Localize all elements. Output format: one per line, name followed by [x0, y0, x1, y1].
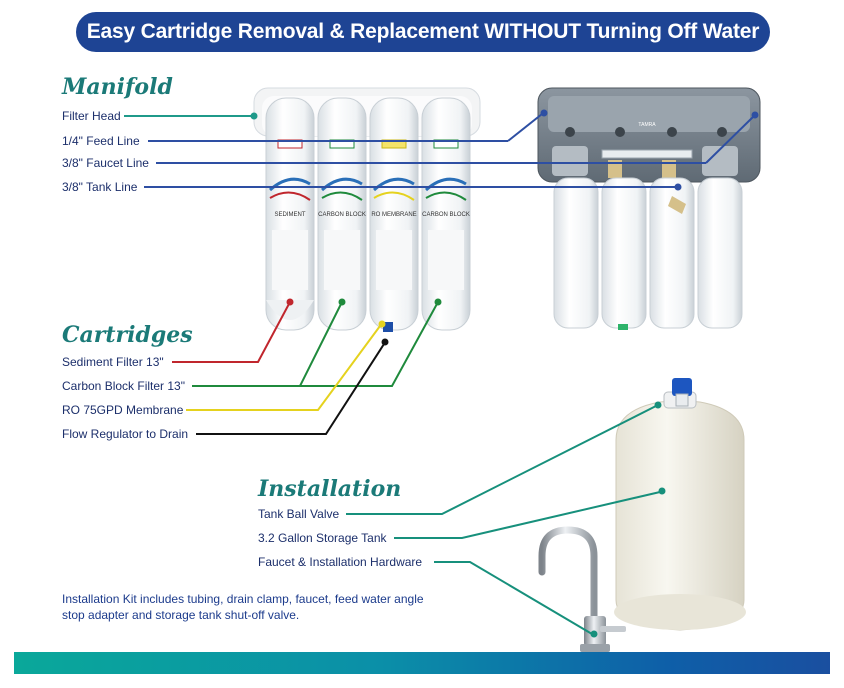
cartridge-sediment: SEDIMENT — [265, 97, 315, 331]
rear-filter-unit: TAMRA — [537, 87, 761, 330]
label-tank-ball-valve: Tank Ball Valve — [258, 507, 340, 521]
teal-dot-icon — [250, 112, 258, 120]
label-storage-tank: 3.2 Gallon Storage Tank — [258, 531, 387, 545]
manifold-heading: Manifold — [62, 74, 173, 100]
cartridge-ro-membrane: RO MEMBRANE — [369, 97, 419, 332]
cartridges-heading: Cartridges — [62, 322, 193, 348]
label-tank-line: 3/8" Tank Line — [62, 180, 138, 194]
manifold-callouts — [124, 109, 759, 191]
label-feed-line: 1/4" Feed Line — [62, 134, 140, 148]
cartridge-carbon-block-2: CARBON BLOCK — [421, 97, 471, 331]
banner-title: Easy Cartridge Removal & Replacement WIT… — [86, 20, 760, 43]
label-faucet-line: 3/8" Faucet Line — [62, 156, 149, 170]
storage-tank — [614, 391, 746, 631]
front-filter-unit: SEDIMENT CARBON BLOCK RO MEMBRANE — [253, 87, 481, 332]
svg-text:CARBON BLOCK: CARBON BLOCK — [422, 212, 470, 218]
installation-heading: Installation — [258, 476, 402, 502]
title-banner: Easy Cartridge Removal & Replacement WIT… — [76, 12, 770, 52]
installation-kit-note: Installation Kit includes tubing, drain … — [62, 592, 424, 622]
footer-bar — [14, 652, 830, 674]
label-carbon-block-filter: Carbon Block Filter 13" — [62, 379, 185, 393]
installation-callouts — [346, 401, 666, 638]
label-flow-regulator: Flow Regulator to Drain — [62, 427, 189, 441]
label-ro-membrane: RO 75GPD Membrane — [62, 403, 184, 417]
svg-text:CARBON BLOCK: CARBON BLOCK — [318, 212, 366, 218]
ball-valve-icon — [672, 378, 692, 407]
svg-text:TAMRA: TAMRA — [638, 122, 656, 128]
label-faucet-hardware: Faucet & Installation Hardware — [258, 555, 423, 569]
svg-text:SEDIMENT: SEDIMENT — [274, 212, 305, 218]
cartridge-callouts — [172, 298, 442, 435]
label-sediment-filter: Sediment Filter 13" — [62, 355, 164, 369]
cartridge-carbon-block-1: CARBON BLOCK — [317, 97, 367, 331]
label-filter-head: Filter Head — [62, 109, 121, 123]
svg-text:RO MEMBRANE: RO MEMBRANE — [371, 212, 416, 218]
